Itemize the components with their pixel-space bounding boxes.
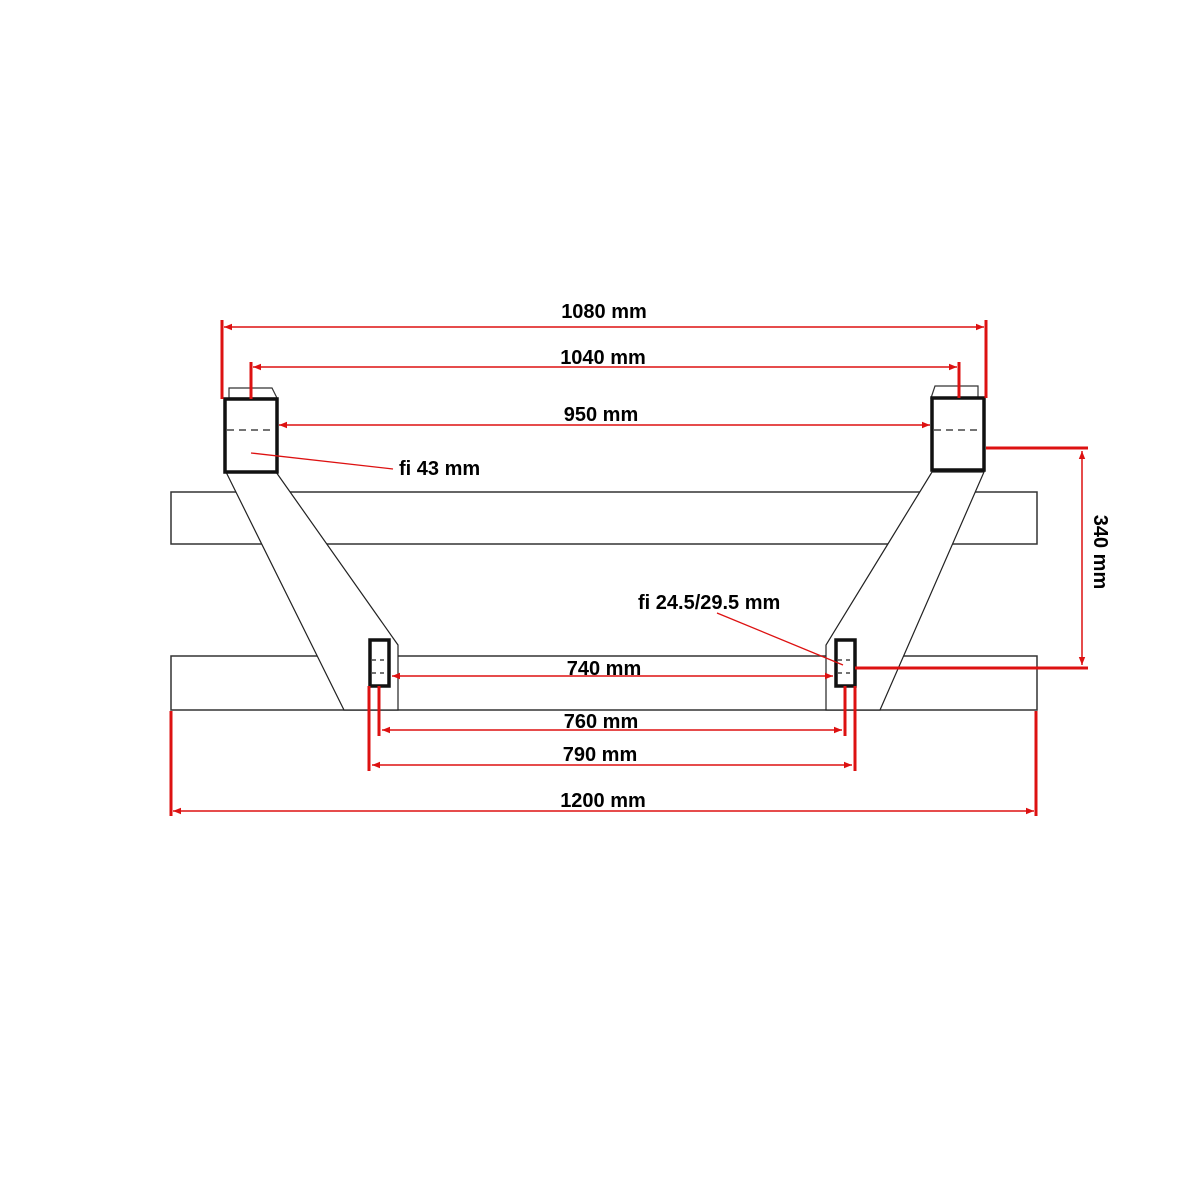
- dimension-1040: 1040 mm: [249, 347, 961, 399]
- dimension-790: 790 mm: [367, 686, 857, 771]
- callout-lower-hole: fi 24.5/29.5 mm: [638, 592, 844, 666]
- dimension-760: 760 mm: [377, 686, 847, 736]
- dimension-label-1040: 1040 mm: [560, 347, 646, 369]
- dimension-label-1080: 1080 mm: [561, 301, 647, 323]
- left-lower-holder: [368, 638, 391, 688]
- callout-upper-hole: fi 43 mm: [250, 452, 480, 480]
- left-upper-cap: [228, 387, 278, 399]
- right-leg: [825, 471, 985, 711]
- dimension-1200: 1200 mm: [169, 711, 1038, 816]
- dimension-740: 740 mm: [392, 658, 833, 680]
- dimension-label-1200: 1200 mm: [560, 790, 646, 812]
- dimension-label-790: 790 mm: [563, 744, 638, 766]
- dimension-label-950: 950 mm: [564, 404, 639, 426]
- dimension-1080: 1080 mm: [220, 301, 988, 399]
- dimension-label-760: 760 mm: [564, 711, 639, 733]
- dimension-340: 340 mm: [855, 446, 1111, 670]
- left-upper-holder: [223, 397, 279, 474]
- right-upper-cap: [930, 385, 979, 399]
- dimension-label-340: 340 mm: [1089, 515, 1111, 590]
- dimension-950: 950 mm: [279, 404, 930, 429]
- callout-label-fi24: fi 24.5/29.5 mm: [638, 592, 780, 614]
- callout-label-fi43: fi 43 mm: [399, 458, 480, 480]
- right-upper-holder: [930, 396, 986, 472]
- dimension-label-740: 740 mm: [567, 658, 642, 680]
